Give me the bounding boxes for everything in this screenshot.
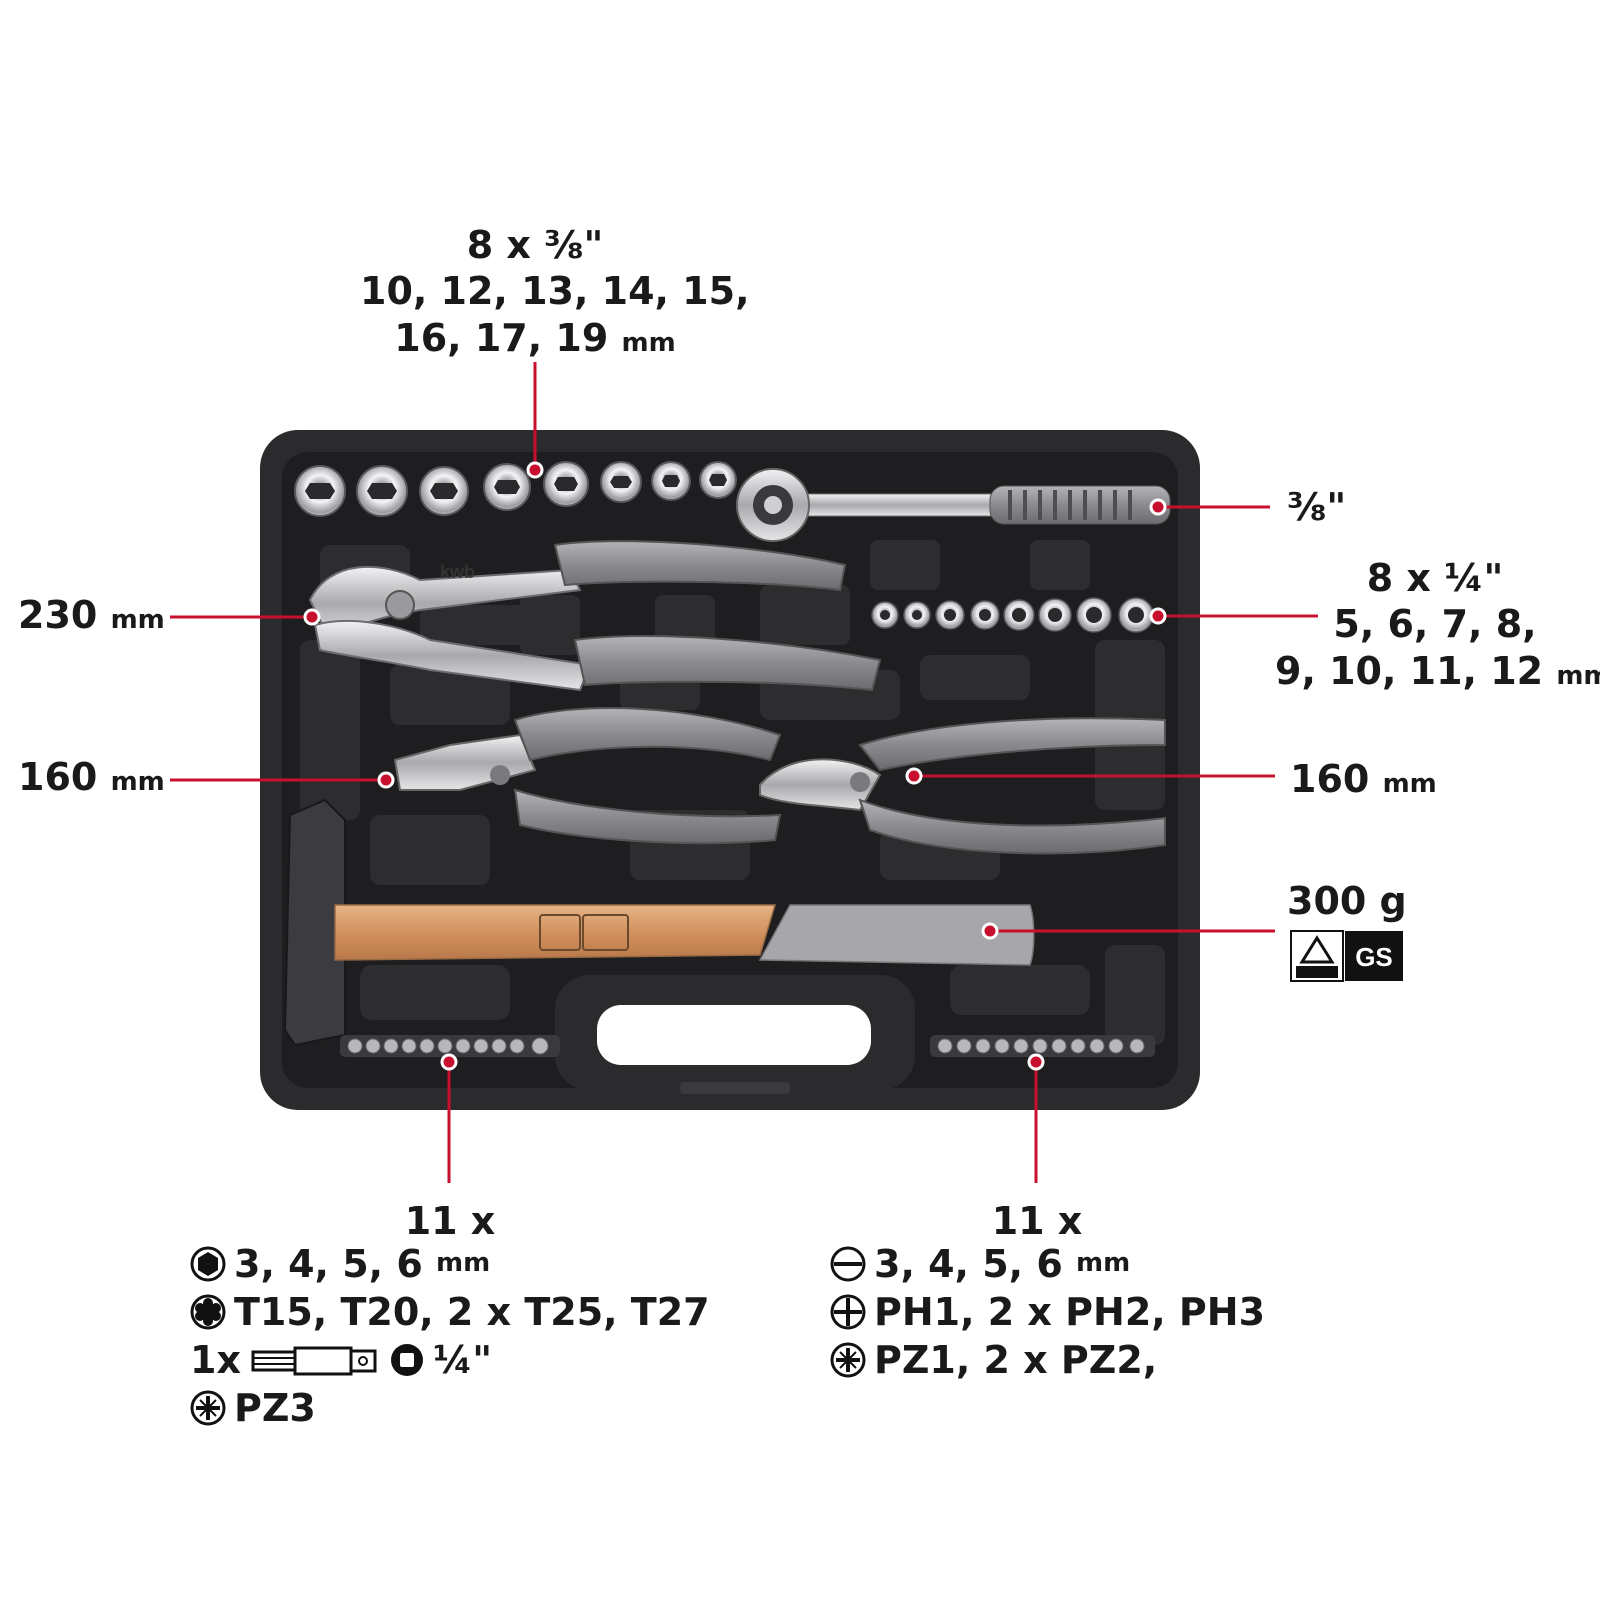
unit-mm: mm xyxy=(1556,660,1600,691)
sockets-3-8-sizes-b: 16, 17, 19 mm xyxy=(360,315,710,361)
bits-left-row-adapter: 1x ¼" xyxy=(190,1336,710,1384)
bits-left-row-hex: 3, 4, 5, 6 mm xyxy=(190,1240,710,1288)
sockets-3-8-count: 8 x ⅜" xyxy=(466,223,604,267)
bits-left-row-torx: T15, T20, 2 x T25, T27 xyxy=(190,1288,710,1336)
bits-left-pz-sizes: PZ3 xyxy=(234,1385,316,1430)
callout-combination-pliers: 160 mm xyxy=(18,754,165,800)
callout-leaders xyxy=(170,362,1318,1183)
side-cutter-length: 160 xyxy=(1290,757,1370,801)
hammer xyxy=(283,798,1035,1047)
bits-right-slotted-sizes: 3, 4, 5, 6 xyxy=(874,1241,1063,1286)
bits-left-torx-sizes: T15, T20, 2 x T25, T27 xyxy=(234,1289,710,1334)
sockets-1-4-sizes-b-text: 9, 10, 11, 12 xyxy=(1275,648,1544,693)
bits-left-row-pz: PZ3 xyxy=(190,1384,710,1432)
hex-key-bit-icon xyxy=(190,1246,226,1282)
bits-left-count: 11 x xyxy=(404,1199,496,1243)
unit-mm: mm xyxy=(1076,1248,1131,1279)
unit-mm: mm xyxy=(621,327,676,358)
bits-left-list: 3, 4, 5, 6 mm T15, T20, 2 x T25, T27 1x … xyxy=(190,1240,710,1432)
unit-mm: mm xyxy=(1382,769,1437,799)
bit-holder-left xyxy=(340,1035,560,1057)
bit-holder-right xyxy=(930,1035,1155,1057)
slotted-icon xyxy=(830,1246,866,1282)
bits-right-pz-sizes: PZ1, 2 x PZ2, xyxy=(874,1337,1158,1382)
bits-right-phillips-sizes: PH1, 2 x PH2, PH3 xyxy=(874,1289,1266,1334)
svg-text:GS: GS xyxy=(1355,942,1393,972)
callout-sockets-1-4: 8 x ¼" 5, 6, 7, 8, 9, 10, 11, 12 mm xyxy=(1275,555,1600,694)
unit-mm: mm xyxy=(436,1248,491,1279)
pozidriv-icon xyxy=(190,1390,226,1426)
torx-bit-icon xyxy=(190,1294,226,1330)
unit-mm: mm xyxy=(110,605,165,635)
tuv-gs-seal: GS xyxy=(1290,930,1406,982)
callout-side-cutter: 160 mm xyxy=(1290,756,1437,802)
sockets-3-8-sizes-a: 10, 12, 13, 14, 15, xyxy=(360,269,750,314)
square-drive-icon xyxy=(390,1344,423,1376)
callout-hammer-weight: 300 g xyxy=(1287,879,1407,923)
bits-right-count: 11 x xyxy=(991,1199,1083,1243)
callout-sockets-3-8: 8 x ⅜" 10, 12, 13, 14, 15, 16, 17, 19 mm xyxy=(360,222,750,361)
sockets-1-4-set xyxy=(871,597,1154,633)
bits-right-row-slotted: 3, 4, 5, 6 mm xyxy=(830,1240,1265,1288)
water-pump-pliers: kwb xyxy=(308,540,882,692)
bits-right-list: 3, 4, 5, 6 mm PH1, 2 x PH2, PH3 PZ1, 2 x… xyxy=(830,1240,1265,1384)
pozidriv-icon xyxy=(830,1342,866,1378)
sockets-1-4-count: 8 x ¼" xyxy=(1366,556,1504,600)
callout-ratchet: ⅜" xyxy=(1287,485,1347,529)
water-pump-pliers-length: 230 xyxy=(18,593,98,637)
tuv-gs-seal-icon: GS xyxy=(1290,930,1403,982)
callout-water-pump-pliers: 230 mm xyxy=(18,592,165,638)
bits-left-hex-sizes: 3, 4, 5, 6 xyxy=(234,1241,423,1286)
bits-right-row-pz: PZ1, 2 x PZ2, xyxy=(830,1336,1265,1384)
sockets-1-4-sizes-a: 5, 6, 7, 8, xyxy=(1333,602,1537,647)
sockets-3-8-set xyxy=(294,461,737,517)
bits-right-row-phillips: PH1, 2 x PH2, PH3 xyxy=(830,1288,1265,1336)
adapter-drive-size: ¼" xyxy=(432,1337,493,1382)
unit-mm: mm xyxy=(110,767,165,797)
bit-adapter-icon xyxy=(251,1346,377,1376)
combination-pliers-length: 160 xyxy=(18,755,98,799)
combination-pliers xyxy=(393,707,782,845)
phillips-icon xyxy=(830,1294,866,1330)
side-cutting-pliers xyxy=(759,717,1166,855)
ratchet-3-8 xyxy=(736,468,1171,542)
sockets-1-4-sizes-b: 9, 10, 11, 12 mm xyxy=(1275,648,1600,694)
adapter-count: 1x xyxy=(190,1337,241,1382)
brand-logo-text: kwb xyxy=(440,562,475,582)
sockets-3-8-sizes-b-text: 16, 17, 19 xyxy=(394,315,609,360)
